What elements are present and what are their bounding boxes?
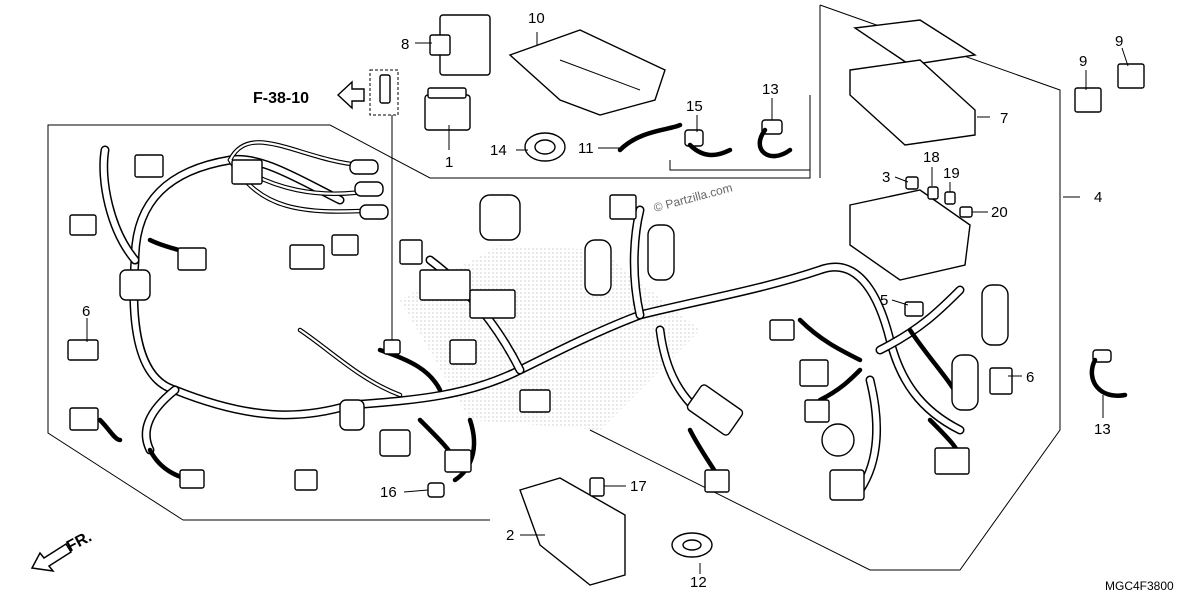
callouts: 1 2 3 4 5 6 6 7 8 9 9 10 11 12 13 13 14 …	[82, 10, 1123, 591]
callout-20: 20	[991, 204, 1008, 221]
relay-parts	[424, 14, 491, 131]
callout-6-left: 6	[82, 303, 90, 320]
callout-4: 4	[1094, 189, 1102, 206]
callout-16: 16	[380, 484, 397, 501]
clamp-parts	[524, 119, 1128, 399]
lower-parts	[427, 477, 713, 586]
callout-12: 12	[690, 574, 707, 591]
callout-8: 8	[401, 36, 409, 53]
callout-13-right: 13	[1094, 421, 1111, 438]
callout-1: 1	[445, 154, 453, 171]
callout-2: 2	[506, 527, 514, 544]
group-outlines	[47, 4, 1061, 571]
callout-13-top: 13	[762, 81, 779, 98]
harness-grommets	[119, 269, 365, 431]
callout-6-right: 6	[1026, 369, 1034, 386]
ecu-part	[508, 29, 666, 116]
bolt-part	[369, 69, 401, 355]
reference-arrow: F-38-10	[253, 80, 365, 110]
callout-18: 18	[923, 149, 940, 166]
callout-19: 19	[943, 165, 960, 182]
callout-9-right: 9	[1115, 33, 1123, 50]
branch-wiring	[97, 140, 963, 483]
harness-connectors	[69, 154, 1009, 501]
accessory-outline	[669, 160, 810, 171]
front-arrow: FR.	[30, 528, 95, 573]
callout-3: 3	[882, 169, 890, 186]
leader-lines	[86, 32, 1129, 574]
watermark-text: © Partzilla.com	[652, 180, 734, 214]
callout-7: 7	[1000, 110, 1008, 127]
relay-9-parts	[1074, 63, 1145, 113]
catalog-code: MGC4F3800	[1105, 579, 1174, 593]
fuse-box-group-outline	[589, 4, 1061, 571]
callout-14: 14	[490, 142, 507, 159]
callout-10: 10	[528, 10, 545, 27]
callout-15: 15	[686, 98, 703, 115]
callout-5: 5	[880, 292, 888, 309]
callout-17: 17	[630, 478, 647, 495]
reference-label: F-38-10	[253, 90, 309, 107]
callout-9-left: 9	[1079, 53, 1087, 70]
fuse-box-parts	[849, 19, 977, 281]
connector-6-parts	[67, 339, 1013, 395]
callout-11: 11	[578, 140, 594, 157]
upper-parts-outline	[430, 95, 811, 179]
